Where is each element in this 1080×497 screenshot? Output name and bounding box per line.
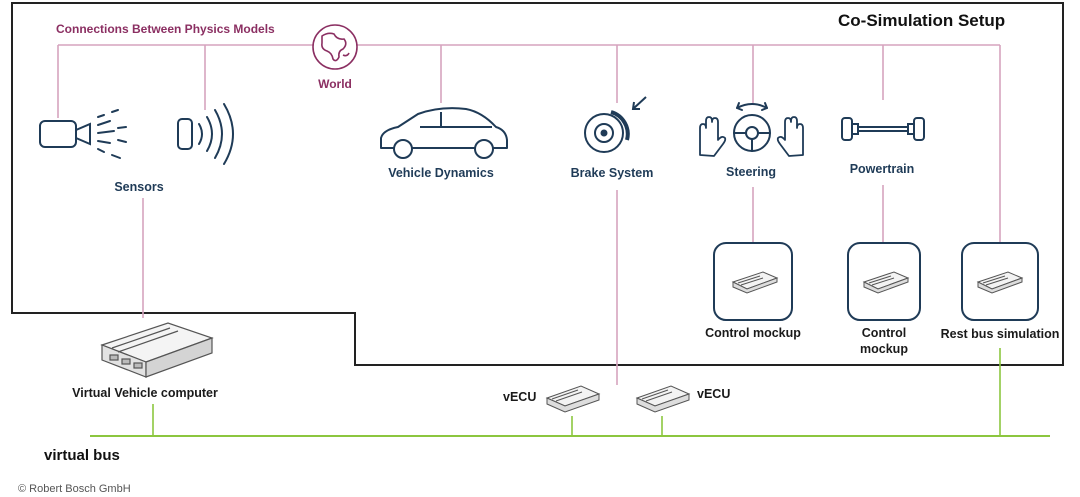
control-mockup-1-label: Control mockup <box>705 326 801 340</box>
camera-icon <box>39 109 127 159</box>
brake-disc-icon <box>584 96 647 153</box>
ecu-chip-icon <box>862 271 910 294</box>
virtual-bus-label: virtual bus <box>44 447 120 464</box>
ecu-chip-icon <box>731 271 779 294</box>
sensors-label: Sensors <box>114 180 164 194</box>
world-label: World <box>318 77 352 91</box>
vecu-2-label: vECU <box>697 387 731 401</box>
hand-left-icon <box>699 116 727 157</box>
car-icon <box>380 107 508 159</box>
setup-frame <box>11 2 1064 366</box>
steering-label: Steering <box>725 165 777 179</box>
connections-label: Connections Between Physics Models <box>56 22 275 36</box>
ecu-chip-icon <box>976 271 1024 294</box>
vecu-1-label: vECU <box>503 390 537 404</box>
hand-right-icon <box>776 116 804 157</box>
vehicle-computer-icon <box>100 322 214 378</box>
control-mockup-2-label-line2: mockup <box>860 342 908 356</box>
rest-bus-label: Rest bus simulation <box>940 327 1060 341</box>
radar-icon <box>177 103 234 165</box>
control-mockup-2-label-line1: Control <box>861 326 907 340</box>
brake-system-label: Brake System <box>570 166 654 180</box>
bus-drops <box>152 348 1001 436</box>
steering-wheel-icon <box>733 102 771 152</box>
world-globe-icon <box>312 24 358 70</box>
vecu-chip-icon <box>635 385 691 413</box>
diagram-title: Co-Simulation Setup <box>838 11 1006 30</box>
virtual-vehicle-computer-label: Virtual Vehicle computer <box>72 386 218 400</box>
driveshaft-icon <box>841 117 925 141</box>
vecu-chip-icon <box>545 385 601 413</box>
connection-lines <box>57 44 1001 385</box>
vehicle-dynamics-label: Vehicle Dynamics <box>388 166 494 180</box>
copyright-notice: © Robert Bosch GmbH <box>18 483 131 495</box>
powertrain-label: Powertrain <box>849 162 915 176</box>
